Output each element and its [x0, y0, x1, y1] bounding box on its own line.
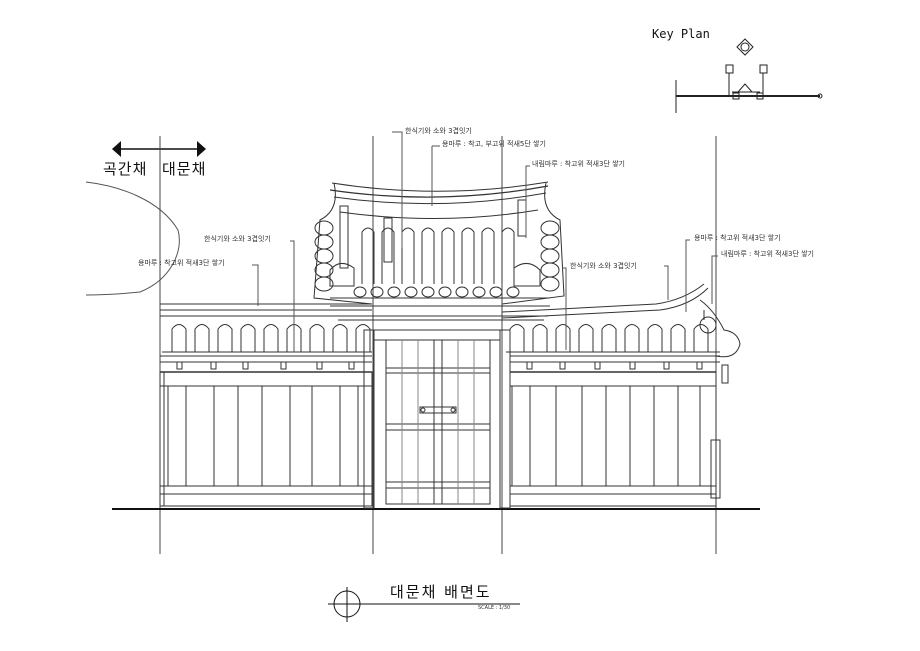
- note-leaders: [252, 131, 718, 352]
- roof-tile: [509, 324, 525, 352]
- roof-tile: [361, 227, 375, 284]
- eave-tile-end: [370, 286, 384, 298]
- eave-tile-end: [421, 286, 435, 298]
- eave-tile-end: [404, 286, 418, 298]
- eave-tile-end: [506, 286, 520, 298]
- note-right-tile: 한식기와 소와 3겹잇기: [570, 262, 637, 270]
- roof-tile: [461, 227, 475, 284]
- roof-tile: [171, 324, 187, 352]
- drawing-title: 대문채 배면도: [390, 583, 492, 601]
- side-ridge-tile: [540, 262, 560, 278]
- eave-tile-end: [472, 286, 486, 298]
- eave-tile-end: [353, 286, 367, 298]
- note-main-descending: 내림마루 : 착고위 적새3단 쌓기: [532, 160, 625, 168]
- adjacent-roof-curve: [85, 181, 180, 296]
- roof-tile: [481, 227, 495, 284]
- side-ridge-tile: [540, 234, 560, 250]
- roof-tile: [647, 324, 663, 352]
- roof-tile: [309, 324, 325, 352]
- roof-tile: [532, 324, 548, 352]
- left-wing-roof: [160, 303, 372, 353]
- roof-tile: [240, 324, 256, 352]
- main-gate: [363, 329, 511, 509]
- direction-arrows: [112, 141, 206, 157]
- side-ridge-tile: [540, 220, 560, 236]
- side-ridge-tile: [314, 234, 334, 250]
- note-right-descending: 내림마루 : 착고위 적새3단 쌓기: [721, 250, 814, 258]
- roof-tile: [263, 324, 279, 352]
- direction-left-label: 곡간채: [103, 160, 148, 178]
- roof-tile: [624, 324, 640, 352]
- note-main-ridge: 용마루 : 착고, 부고위 적새5단 쌓기: [442, 140, 546, 148]
- roof-tile: [601, 324, 617, 352]
- roof-tile: [555, 324, 571, 352]
- eave-tile-end: [455, 286, 469, 298]
- roof-tile: [217, 324, 233, 352]
- roof-tile: [578, 324, 594, 352]
- roof-tile: [441, 227, 455, 284]
- roof-tile: [501, 227, 515, 284]
- eave-tile-end: [387, 286, 401, 298]
- right-wall: [509, 355, 729, 507]
- note-main-tile: 한식기와 소와 3겹잇기: [405, 127, 472, 135]
- note-left-tile: 한식기와 소와 3겹잇기: [204, 235, 271, 243]
- column-center-lines: [159, 136, 717, 554]
- eave-tile-end: [489, 286, 503, 298]
- roof-tile: [693, 324, 709, 352]
- side-ridge-tile: [540, 248, 560, 264]
- side-ridge-tile: [540, 276, 560, 292]
- roof-tile: [401, 227, 415, 284]
- side-ridge-tile: [314, 220, 334, 236]
- key-plan-diagram: [675, 38, 823, 113]
- title-symbol: [328, 587, 520, 622]
- drawing-scale: SCALE : 1/30: [478, 605, 511, 611]
- left-wall: [159, 355, 373, 507]
- roof-tile: [332, 324, 348, 352]
- roof-tile: [670, 324, 686, 352]
- roof-tile: [421, 227, 435, 284]
- side-ridge-tile: [314, 276, 334, 292]
- main-roof: [313, 181, 565, 321]
- note-right-ridge: 용마루 : 착고위 적새3단 쌓기: [694, 234, 781, 242]
- eave-tile-end: [438, 286, 452, 298]
- key-plan-label: Key Plan: [652, 27, 710, 41]
- direction-right-label: 대문채: [162, 160, 207, 178]
- right-wing-roof: [501, 283, 741, 358]
- roof-tile: [194, 324, 210, 352]
- roof-tile: [355, 324, 371, 352]
- roof-tile: [381, 227, 395, 284]
- note-left-ridge: 용마루 : 착고위 적새3단 쌓기: [138, 259, 225, 267]
